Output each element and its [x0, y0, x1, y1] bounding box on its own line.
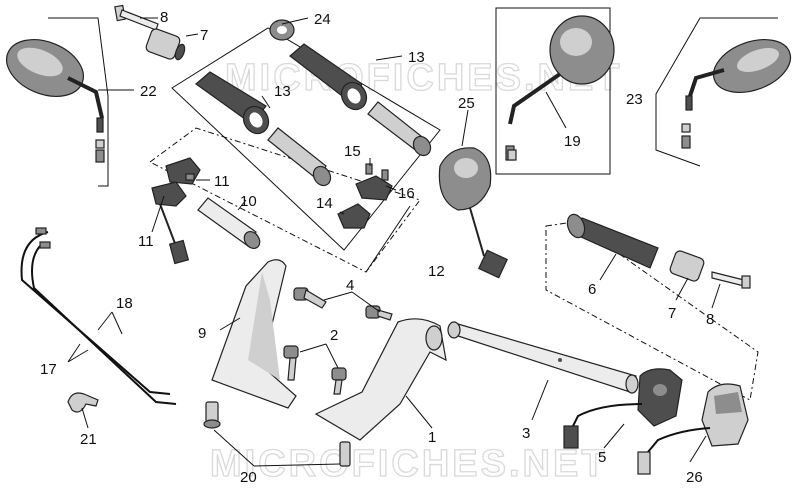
callout-22: 22	[140, 83, 157, 100]
bar-end-weight-7-top	[145, 28, 186, 61]
callout-11-upper: 11	[214, 173, 230, 190]
watermark-bottom: MICROFICHES.NET	[210, 443, 608, 485]
callout-17: 17	[40, 361, 57, 378]
throttle-cover-11-upper	[165, 157, 201, 185]
mirror-22	[6, 39, 105, 163]
bracket-1	[314, 318, 447, 441]
callout-8-top: 8	[160, 9, 168, 26]
callout-21: 21	[80, 431, 97, 448]
left-switch-5	[563, 368, 683, 449]
callout-20: 20	[240, 469, 257, 486]
callout-9: 9	[198, 325, 206, 342]
bar-end-weight-7-right	[669, 250, 705, 282]
mirror-19	[505, 15, 615, 161]
throttle-tube-10	[197, 197, 261, 249]
screws-15	[365, 163, 389, 181]
callout-19: 19	[564, 133, 581, 150]
switch-body-16	[355, 175, 393, 201]
callout-26: 26	[686, 469, 703, 486]
callout-labels: 8 7 24 13 13 22 25 19 23 15 16 14 11 11 …	[40, 9, 714, 486]
bolts-2	[283, 345, 347, 395]
callout-11-lower: 11	[138, 233, 154, 250]
bolts-4	[293, 287, 393, 321]
kit-bracket-line	[365, 205, 411, 273]
switch-26	[637, 383, 749, 475]
bolts-20	[203, 401, 351, 467]
callout-25: 25	[458, 95, 475, 112]
callout-3: 3	[522, 425, 530, 442]
callout-1: 1	[428, 429, 436, 446]
grip-13-right	[289, 43, 368, 111]
callout-6: 6	[588, 281, 596, 298]
mirror-22-bracket	[48, 17, 109, 187]
callout-13-right: 13	[408, 49, 425, 66]
mirror-23-bracket	[655, 17, 778, 167]
handlebar-tube-3	[447, 321, 639, 394]
callout-7-right: 7	[668, 305, 676, 322]
callout-4: 4	[346, 277, 354, 294]
grip-kit-frame	[171, 27, 441, 251]
throttle-switch-11-lower	[151, 181, 190, 265]
callout-14: 14	[316, 195, 333, 212]
callout-23: 23	[626, 91, 643, 108]
clamp-14	[337, 203, 371, 229]
callout-18: 18	[116, 295, 133, 312]
washer-24	[269, 19, 295, 41]
right-switch-25	[438, 147, 517, 279]
bracket-9	[211, 259, 297, 409]
callout-12: 12	[428, 263, 445, 280]
leader-lines	[67, 17, 721, 467]
callout-13-left: 13	[274, 83, 291, 100]
bar-end-screw-8-right	[711, 271, 751, 289]
callout-16: 16	[398, 185, 415, 202]
cables-17-18	[20, 227, 177, 405]
grip-13-left	[195, 71, 270, 135]
throttle-tube-13-left	[267, 127, 332, 187]
throttle-kit-dashed-frame	[149, 127, 421, 273]
callout-7-top: 7	[200, 27, 208, 44]
callout-5: 5	[598, 449, 606, 466]
callout-8-right: 8	[706, 311, 714, 328]
callout-24: 24	[314, 11, 331, 28]
cable-clip-21	[67, 392, 99, 413]
grip-6	[566, 213, 659, 269]
callout-2: 2	[330, 327, 338, 344]
callout-15: 15	[344, 143, 361, 160]
callout-10: 10	[240, 193, 257, 210]
mirror-23	[681, 39, 792, 149]
throttle-tube-13-right	[367, 101, 432, 157]
mirror-19-frame	[495, 7, 611, 175]
